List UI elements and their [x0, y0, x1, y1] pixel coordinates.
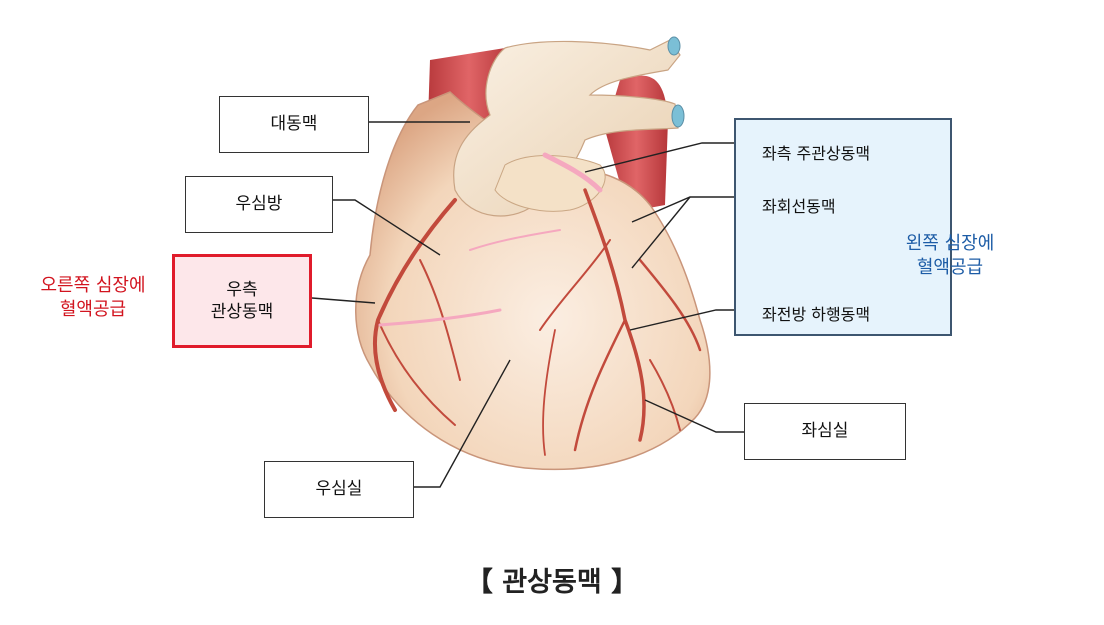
left-anterior-descending-label: 좌전방 하행동맥: [762, 305, 871, 324]
leader-lines: [311, 121, 744, 488]
right-atrium-label: 우심방: [185, 176, 333, 233]
left-coronary-panel: [734, 118, 952, 336]
left-ventricle-label-text: 좌심실: [801, 421, 849, 442]
right-ventricle-label: 우심실: [264, 461, 414, 518]
right-coronary-line1: 우측: [226, 279, 258, 300]
vessel-opening-top: [667, 36, 681, 56]
left-supply-line1: 왼쪽 심장에: [905, 233, 995, 254]
right-supply-line1: 오른쪽 심장에: [40, 275, 146, 296]
coronary-highlights: [378, 152, 603, 327]
right-supply-line2: 혈액공급: [59, 299, 127, 321]
right-coronary-artery-label: 우측 관상동맥: [172, 254, 312, 348]
aorta-label-text: 대동맥: [270, 114, 318, 135]
figure-caption: 【 관상동맥 】: [465, 567, 639, 598]
left-supply-line2: 혈액공급: [916, 257, 984, 279]
left-ventricle-label: 좌심실: [744, 403, 906, 460]
left-supply-note: 왼쪽 심장에 혈액공급: [880, 232, 1020, 281]
right-supply-note: 오른쪽 심장에 혈액공급: [8, 274, 178, 323]
right-atrium-label-text: 우심방: [235, 194, 283, 215]
aorta-label: 대동맥: [219, 96, 369, 153]
left-main-coronary-label: 좌측 주관상동맥: [762, 144, 871, 163]
coronary-arteries: [372, 188, 702, 456]
right-coronary-line2: 관상동맥: [210, 302, 274, 322]
right-ventricle-label-text: 우심실: [315, 479, 363, 500]
left-circumflex-label: 좌회선동맥: [762, 197, 836, 216]
vessel-opening-right: [671, 104, 685, 128]
